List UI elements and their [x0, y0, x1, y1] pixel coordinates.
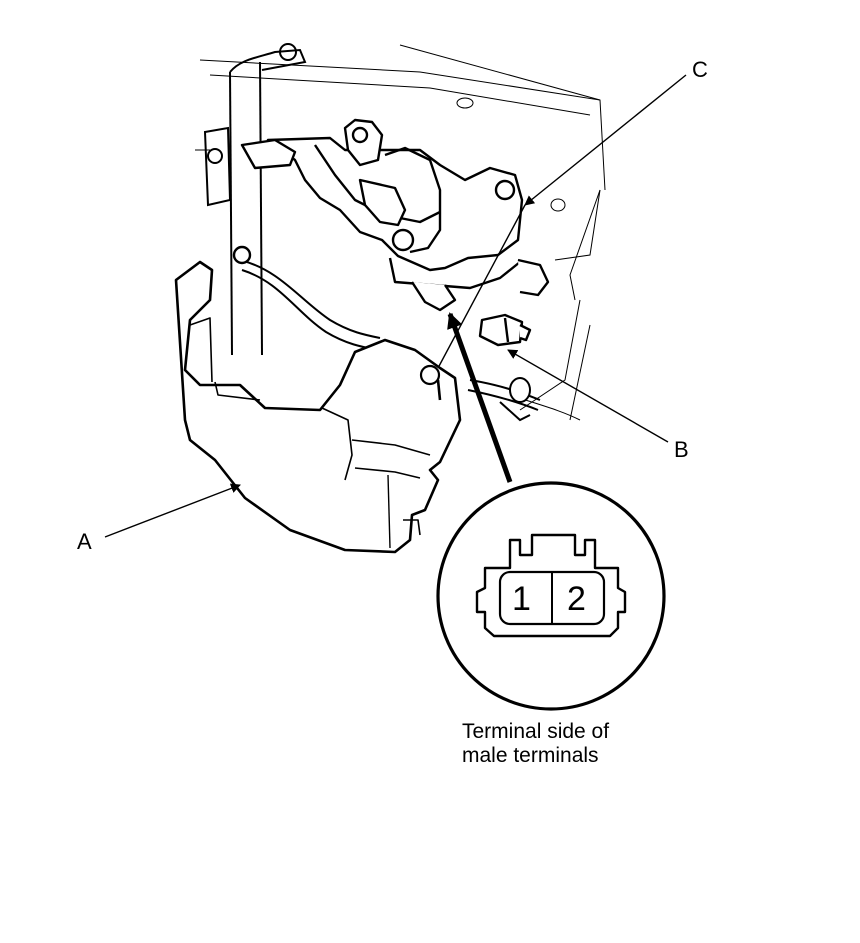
leader-b: [507, 349, 669, 443]
caption-line-1: Terminal side of: [462, 720, 610, 743]
body-panel: [195, 44, 606, 421]
detail-caption: Terminal side of male terminals: [462, 720, 609, 768]
callout-b: B: [674, 437, 689, 462]
hood-latch-assembly: [240, 118, 550, 312]
detail-arrow: [447, 312, 513, 483]
leader-c2: [437, 204, 526, 369]
leader-lines: [104, 74, 687, 538]
release-cable: [232, 245, 541, 422]
caption-line-2: male terminals: [462, 744, 599, 767]
callout-c: C: [692, 57, 708, 82]
latch-cover-a: [174, 260, 462, 554]
terminal-2-label: 2: [567, 580, 586, 618]
callout-a: A: [77, 529, 92, 554]
support-strut: [203, 43, 307, 356]
leader-c: [524, 74, 687, 206]
switch-connector-b: [478, 313, 532, 347]
connector-detail-view: [436, 481, 666, 711]
leader-a: [104, 483, 241, 538]
terminal-1-label: 1: [512, 580, 531, 618]
